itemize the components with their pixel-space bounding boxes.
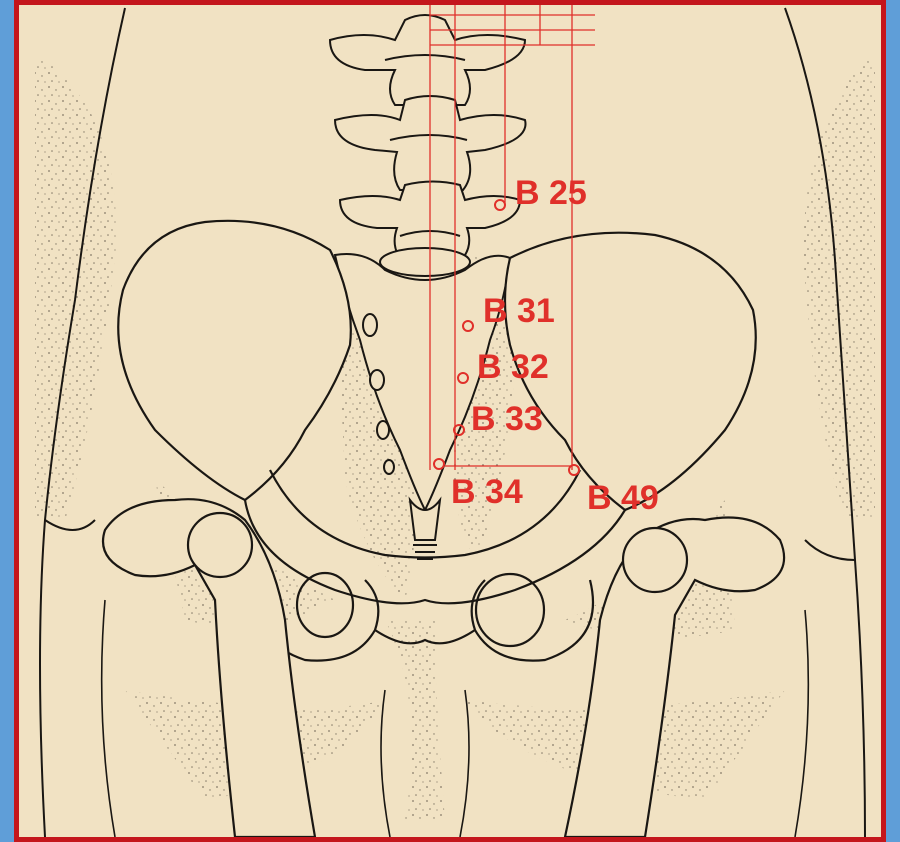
label-b32: B 32 — [477, 348, 549, 386]
label-b31: B 31 — [483, 292, 555, 330]
label-b49: B 49 — [587, 479, 659, 517]
pelvis-drawing: B 25 B 31 B 32 B 33 B 34 B 49 — [19, 5, 881, 837]
label-b33: B 33 — [471, 400, 543, 438]
label-b34: B 34 — [451, 473, 523, 511]
anatomy-illustration: B 25 B 31 B 32 B 33 B 34 B 49 — [14, 0, 886, 842]
label-b25: B 25 — [515, 174, 587, 212]
